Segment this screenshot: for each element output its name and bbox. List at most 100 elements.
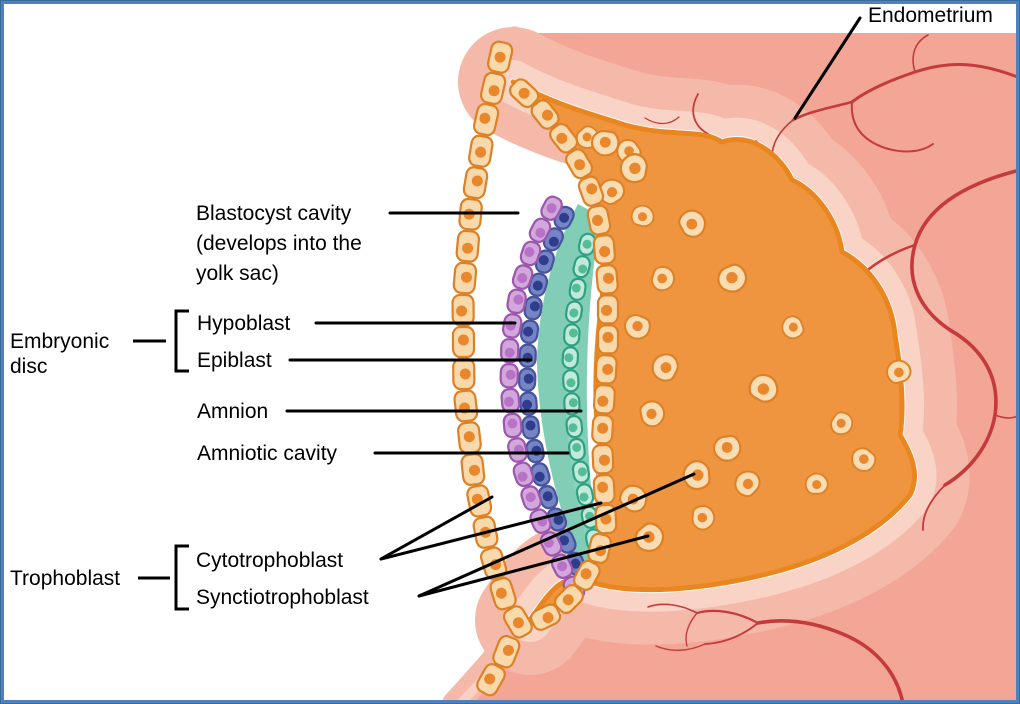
cell	[451, 325, 476, 359]
scattered-cell	[624, 313, 651, 340]
cell	[479, 71, 507, 106]
cell	[563, 323, 581, 347]
scattered-cell	[886, 359, 912, 384]
cell	[518, 367, 537, 392]
cell	[572, 255, 591, 279]
cell	[554, 584, 584, 614]
cell	[568, 277, 587, 301]
scattered-cell	[619, 153, 649, 184]
cell	[519, 391, 538, 416]
cell	[472, 102, 500, 137]
label-blastocyst-cavity-line1: Blastocyst cavity	[196, 202, 352, 225]
cell	[518, 343, 537, 368]
cell	[534, 249, 555, 274]
label-endometrium: Endometrium	[868, 4, 993, 27]
cell	[596, 324, 620, 355]
scattered-cell	[630, 204, 655, 228]
cell	[592, 473, 616, 505]
cell	[512, 461, 535, 488]
scattered-cell	[639, 400, 666, 428]
cell	[452, 261, 478, 295]
label-synctiotrophoblast: Synctiotrophoblast	[196, 586, 369, 609]
cell	[592, 234, 617, 265]
cell	[540, 195, 563, 221]
cell	[452, 357, 476, 391]
cell	[468, 134, 494, 168]
cell	[506, 288, 527, 315]
scattered-cell	[781, 315, 805, 340]
cell	[500, 338, 520, 364]
cell	[594, 354, 618, 385]
embryonic-disc-bracket	[133, 309, 189, 373]
cell	[528, 217, 552, 243]
scattered-trophoblast-cells	[575, 125, 912, 553]
trophoblast-wall-cell-layer	[451, 40, 533, 697]
cell	[453, 389, 479, 423]
cell	[489, 576, 517, 611]
cytotrophoblast-cell-layer	[509, 78, 620, 631]
cell	[486, 40, 514, 74]
cell	[565, 148, 594, 180]
cell	[562, 369, 580, 393]
scattered-cell	[650, 265, 675, 292]
cell	[451, 293, 475, 327]
label-hypoblast: Hypoblast	[197, 312, 291, 335]
cell	[591, 443, 615, 475]
scattered-cell	[651, 353, 679, 382]
scattered-cell	[734, 470, 761, 498]
cell	[586, 204, 612, 236]
cell	[521, 415, 541, 440]
cell	[501, 313, 523, 339]
cell	[561, 346, 580, 370]
cell	[525, 438, 545, 464]
cell	[568, 437, 586, 462]
scattered-cell	[851, 447, 877, 472]
cell	[529, 603, 562, 631]
scattered-cell	[678, 209, 707, 238]
cell	[460, 453, 486, 486]
cell	[502, 605, 533, 639]
cell	[476, 663, 506, 697]
label-epiblast: Epiblast	[197, 349, 272, 372]
cell	[549, 122, 579, 154]
cell	[462, 166, 489, 200]
cell	[492, 634, 521, 669]
leader-lines	[285, 16, 862, 598]
cell	[455, 229, 481, 263]
label-blastocyst-cavity-line2: (develops into the	[196, 232, 362, 255]
label-blastocyst-cavity-line3: yolk sac)	[196, 262, 279, 285]
cell	[564, 300, 584, 324]
scattered-cell	[830, 411, 854, 436]
hypoblast-cell-layer	[499, 195, 586, 601]
label-amnion: Amnion	[197, 400, 269, 423]
cell	[502, 412, 523, 439]
cell	[511, 264, 534, 290]
label-embryonic-disc-line1: Embryonic	[10, 330, 110, 353]
cell	[573, 559, 601, 591]
scattered-cell	[748, 373, 779, 403]
label-cytotrophoblast: Cytotrophoblast	[196, 549, 344, 572]
scattered-cell	[717, 263, 748, 293]
cell	[563, 392, 581, 416]
cell	[592, 384, 616, 415]
cell	[594, 503, 618, 535]
cell	[577, 175, 605, 207]
cell	[530, 99, 560, 130]
cell	[500, 387, 521, 414]
cell	[520, 319, 540, 344]
cell	[499, 363, 519, 389]
label-embryonic-disc-line2: disc	[10, 355, 48, 378]
trophoblast-bracket	[138, 544, 189, 611]
cell	[507, 437, 528, 463]
scattered-cell	[804, 472, 829, 495]
scattered-cell	[590, 129, 620, 157]
cell	[457, 421, 482, 455]
cell	[509, 78, 540, 109]
cell	[595, 264, 619, 295]
scattered-cell	[682, 459, 711, 491]
cell	[571, 460, 590, 484]
cell	[565, 414, 584, 439]
cell	[520, 485, 542, 511]
